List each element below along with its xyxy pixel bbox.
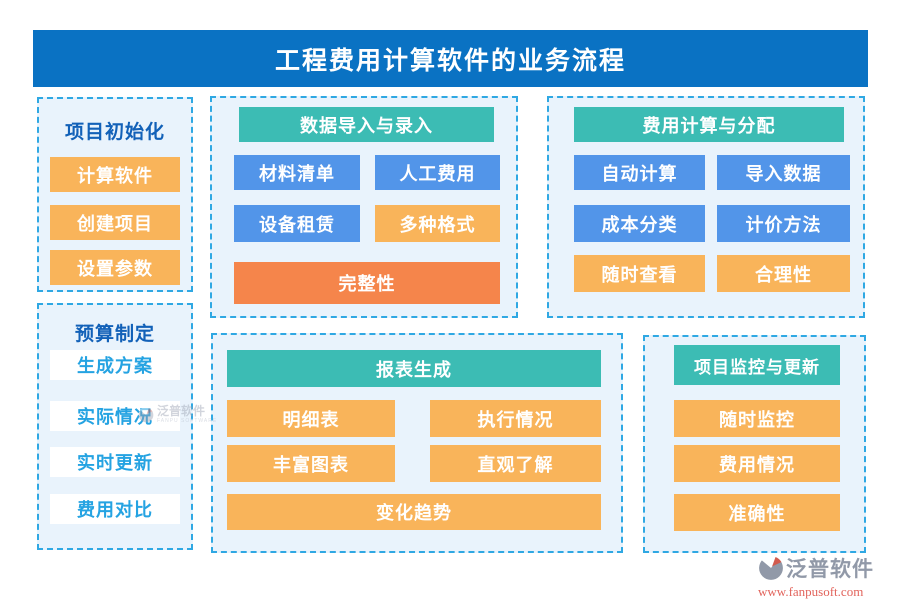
section-header-monitor: 项目监控与更新	[674, 345, 840, 385]
section-monitor: 项目监控与更新 随时监控 费用情况 准确性	[643, 335, 866, 553]
node-realtime-update: 实时更新	[50, 447, 180, 477]
section-header-report: 报表生成	[227, 350, 601, 387]
section-header-project-init: 项目初始化	[64, 122, 165, 143]
node-pricing-method: 计价方法	[717, 205, 850, 242]
node-accuracy: 准确性	[674, 494, 840, 531]
node-cost-classification: 成本分类	[574, 205, 705, 242]
node-calc-software: 计算软件	[50, 157, 180, 192]
node-cost-comparison: 费用对比	[50, 494, 180, 524]
node-completeness: 完整性	[234, 262, 500, 304]
node-execution-status: 执行情况	[430, 400, 601, 437]
node-create-project: 创建项目	[50, 205, 180, 240]
node-change-trend: 变化趋势	[227, 494, 601, 530]
node-cost-status: 费用情况	[674, 445, 840, 482]
page-title: 工程费用计算软件的业务流程	[33, 30, 868, 87]
node-generate-plan: 生成方案	[50, 350, 180, 380]
node-equipment-rental: 设备租赁	[234, 205, 360, 242]
brand-logo-icon	[759, 555, 783, 580]
section-header-data-import: 数据导入与录入	[239, 107, 494, 142]
node-view-anytime: 随时查看	[574, 255, 705, 292]
section-header-cost-calc: 费用计算与分配	[574, 107, 844, 142]
node-actual-situation: 实际情况	[50, 401, 180, 431]
section-project-init: 项目初始化 计算软件 创建项目 设置参数	[37, 97, 193, 292]
brand-logo: 泛普软件 www.fanpusoft.com	[758, 553, 890, 600]
section-budget: 预算制定 生成方案 实际情况 实时更新 费用对比	[37, 303, 193, 550]
section-cost-calc: 费用计算与分配 自动计算 导入数据 成本分类 计价方法 随时查看 合理性	[547, 96, 865, 318]
node-set-parameters: 设置参数	[50, 250, 180, 285]
node-material-list: 材料清单	[234, 155, 360, 190]
brand-name: 泛普软件	[786, 558, 874, 581]
node-rich-charts: 丰富图表	[227, 445, 395, 482]
node-rationality: 合理性	[717, 255, 850, 292]
node-import-data: 导入数据	[717, 155, 850, 190]
node-multiple-formats: 多种格式	[375, 205, 500, 242]
brand-url: www.fanpusoft.com	[758, 584, 864, 599]
node-auto-calculation: 自动计算	[574, 155, 705, 190]
node-realtime-monitoring: 随时监控	[674, 400, 840, 437]
section-data-import: 数据导入与录入 材料清单 人工费用 设备租赁 多种格式 完整性	[210, 96, 518, 318]
section-header-budget: 预算制定	[74, 324, 155, 345]
node-intuitive-understanding: 直观了解	[430, 445, 601, 482]
node-labor-cost: 人工费用	[375, 155, 500, 190]
section-report: 报表生成 明细表 执行情况 丰富图表 直观了解 变化趋势	[211, 333, 623, 553]
node-detail-table: 明细表	[227, 400, 395, 437]
